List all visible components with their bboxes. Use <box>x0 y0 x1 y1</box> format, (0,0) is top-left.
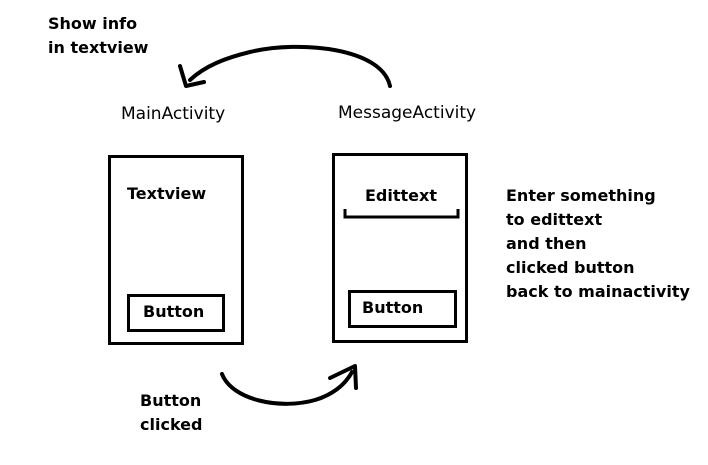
edittext-label: Edittext <box>365 186 437 205</box>
message-activity-button[interactable]: Button <box>348 290 457 328</box>
instruction-line-4: clicked button <box>506 258 635 277</box>
show-info-note: Show info in textview <box>48 12 148 60</box>
message-activity-title: MessageActivity <box>338 103 477 123</box>
main-activity-title: MainActivity <box>121 104 226 124</box>
instruction-line-5: back to mainactivity <box>506 282 690 301</box>
button-clicked-note: Button clicked <box>140 389 202 437</box>
forward-arrow <box>220 370 354 406</box>
forward-arrow-head <box>328 364 358 390</box>
main-activity-button-label: Button <box>143 302 205 321</box>
instruction-note: Enter something to edittext and then cli… <box>506 184 690 304</box>
return-arrow <box>188 44 392 88</box>
instruction-line-3: and then <box>506 234 587 253</box>
message-activity-button-label: Button <box>362 298 424 317</box>
button-clicked-line-2: clicked <box>140 415 203 434</box>
instruction-line-1: Enter something <box>506 186 656 205</box>
edittext-underline[interactable] <box>341 206 461 222</box>
main-activity-button[interactable]: Button <box>127 294 225 332</box>
return-arrow-head <box>178 64 206 88</box>
textview-label: Textview <box>127 184 207 203</box>
show-info-line-2: in textview <box>48 38 149 57</box>
show-info-line-1: Show info <box>48 14 138 33</box>
main-activity-screen: Textview Button <box>108 155 244 345</box>
instruction-line-2: to edittext <box>506 210 603 229</box>
message-activity-screen: Edittext Button <box>332 153 468 343</box>
button-clicked-line-1: Button <box>140 391 202 410</box>
